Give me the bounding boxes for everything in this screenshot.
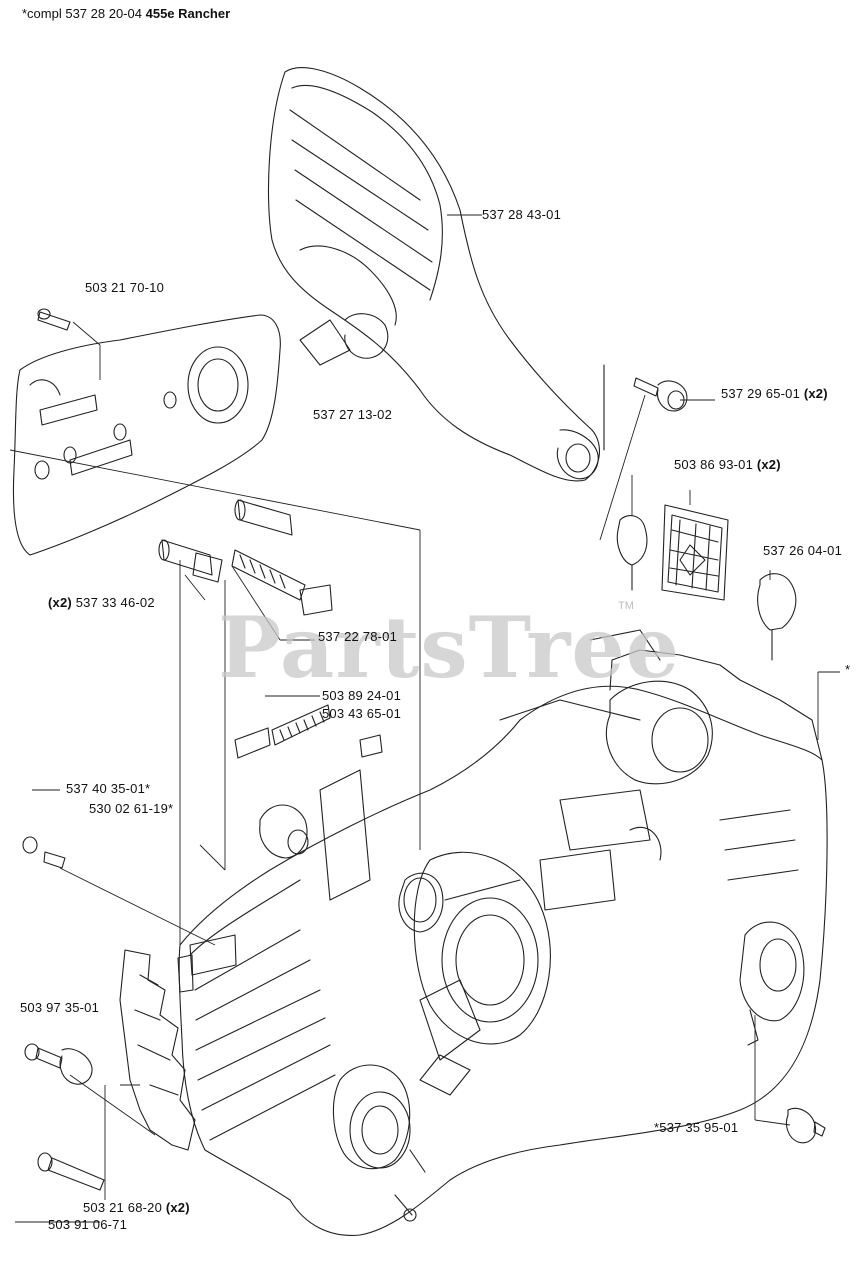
part-label-503-43-65-01[interactable]: 503 43 65-01 bbox=[322, 706, 402, 721]
watermark: PartsTree bbox=[218, 598, 681, 697]
bar-bolt-parts bbox=[159, 500, 332, 615]
leader-lines bbox=[10, 215, 840, 1222]
part-label-503-91-06-71[interactable]: 503 91 06-71 bbox=[48, 1217, 128, 1232]
part-label-537-33-46-02[interactable]: (x2) 537 33 46-02 bbox=[48, 595, 155, 610]
part-label-asterisk[interactable]: * bbox=[845, 662, 851, 677]
part-label-537-29-65-01[interactable]: 537 29 65-01 (x2) bbox=[721, 386, 828, 401]
part-label-503-21-68-20[interactable]: 503 21 68-20 (x2) bbox=[83, 1200, 190, 1215]
part-label-503-89-24-01[interactable]: 503 89 24-01 bbox=[322, 688, 402, 703]
filter-element-part bbox=[662, 505, 728, 600]
part-label-537-35-95-01[interactable]: *537 35 95-01 bbox=[654, 1120, 739, 1135]
crankcase-chassis-part bbox=[179, 630, 827, 1235]
watermark-trademark: TM bbox=[618, 600, 634, 612]
rubber-buffer-part bbox=[617, 516, 796, 660]
part-label-503-97-35-01[interactable]: 503 97 35-01 bbox=[20, 1000, 100, 1015]
nut-part bbox=[23, 837, 65, 868]
part-label-503-21-70-10[interactable]: 503 21 70-10 bbox=[85, 280, 165, 295]
part-label-537-26-04-01[interactable]: 537 26 04-01 bbox=[763, 543, 843, 558]
bumper-screw-parts bbox=[25, 1044, 104, 1190]
part-label-537-22-78-01[interactable]: 537 22 78-01 bbox=[318, 629, 398, 644]
part-label-537-40-35-01[interactable]: 537 40 35-01* bbox=[66, 781, 151, 796]
part-label-537-28-43-01[interactable]: 537 28 43-01 bbox=[482, 207, 562, 222]
hand-guard-part bbox=[268, 68, 599, 481]
part-label-503-86-93-01[interactable]: 503 86 93-01 (x2) bbox=[674, 457, 781, 472]
compl-part-number: *compl 537 28 20-04 bbox=[22, 6, 142, 21]
bumper-spike-part bbox=[120, 950, 195, 1150]
chain-tensioner-parts bbox=[235, 705, 330, 758]
bracket-part bbox=[178, 935, 236, 992]
clutch-cover-plate-part bbox=[13, 309, 280, 555]
part-label-537-27-13-02[interactable]: 537 27 13-02 bbox=[313, 407, 393, 422]
plug-part bbox=[786, 1108, 825, 1142]
diagram-title: *compl 537 28 20-04 455e Rancher bbox=[22, 6, 230, 21]
part-label-530-02-61-19[interactable]: 530 02 61-19* bbox=[89, 801, 174, 816]
model-name: 455e Rancher bbox=[145, 6, 231, 21]
screw-part-537-29-65-01 bbox=[604, 365, 687, 450]
